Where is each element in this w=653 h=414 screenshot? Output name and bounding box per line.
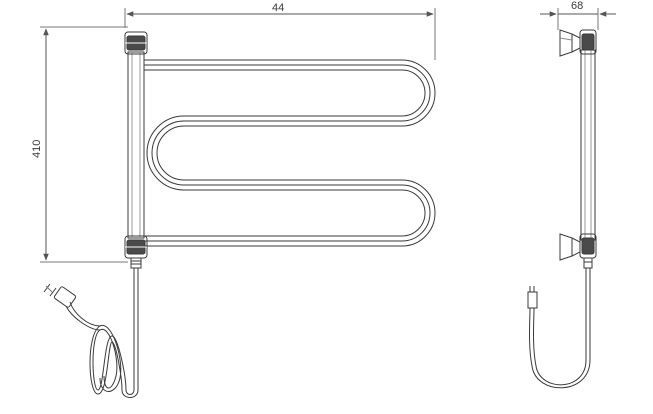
- vertical-bar: [127, 51, 145, 239]
- depth-label: 68: [571, 0, 583, 12]
- top-mount: [124, 31, 148, 55]
- side-view: [527, 8, 616, 389]
- width-dimension: [124, 8, 436, 60]
- plug: [43, 283, 77, 308]
- side-bottom-bracket: [559, 233, 597, 269]
- serpentine-tube: [144, 59, 436, 247]
- front-view: [40, 8, 436, 398]
- side-top-bracket: [559, 29, 597, 57]
- bottom-mount: [124, 235, 148, 269]
- width-label: 44: [272, 2, 284, 14]
- depth-dimension: [540, 8, 616, 30]
- height-dimension: [40, 26, 128, 263]
- power-cable: [65, 268, 139, 398]
- height-label: 410: [31, 140, 43, 158]
- side-cable: [527, 268, 591, 389]
